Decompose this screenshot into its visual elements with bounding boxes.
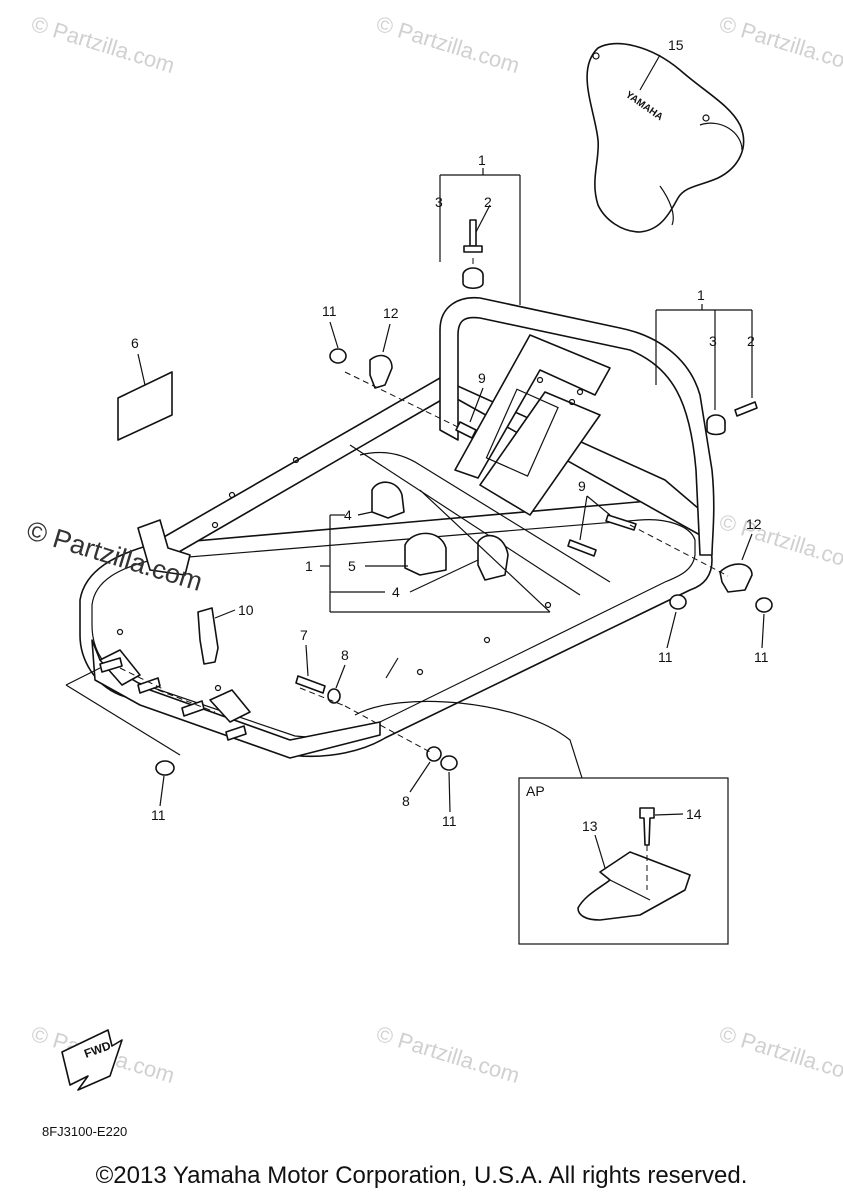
nut-part-11-upper — [329, 348, 347, 364]
callout-15: 15 — [668, 37, 684, 53]
bolt-part-9-right-a — [605, 514, 637, 531]
callout-8-right: 8 — [402, 793, 410, 809]
callout-3-right: 3 — [709, 333, 717, 349]
callout-12-left: 12 — [383, 305, 399, 321]
nut-part-11-right-b — [755, 597, 773, 613]
copyright-notice: ©2013 Yamaha Motor Corporation, U.S.A. A… — [95, 1162, 748, 1189]
callout-11-right-b: 11 — [754, 649, 769, 665]
clip-part-10 — [197, 607, 219, 665]
callout-12-right: 12 — [746, 516, 762, 532]
callout-11-top: 11 — [322, 303, 337, 319]
callout-11-right-a: 11 — [658, 649, 673, 665]
clamp-part-5 — [404, 532, 447, 576]
watermark-7: © Partzilla.com — [717, 1021, 843, 1088]
callout-4-lower: 4 — [392, 584, 400, 600]
watermark-6: © Partzilla.com — [374, 1021, 523, 1088]
callout-4-upper: 4 — [344, 507, 352, 523]
callout-5: 5 — [348, 558, 356, 574]
nut-part-11-bottom — [440, 755, 458, 771]
callout-14: 14 — [686, 806, 702, 822]
bolt-part-7 — [295, 675, 326, 694]
callout-2-right: 2 — [747, 333, 755, 349]
callout-1-mid: 1 — [305, 558, 313, 574]
callout-13: 13 — [582, 818, 598, 834]
clamp-part-4-upper — [371, 481, 405, 519]
watermark-3: © Partzilla.com — [717, 11, 843, 78]
bracket-part-12-left — [369, 354, 393, 389]
callout-leaders — [137, 54, 765, 813]
washer-part-8-right — [426, 746, 442, 762]
nut-part-11-left — [155, 760, 175, 776]
callout-3-top: 3 — [435, 194, 443, 210]
callout-9-right: 9 — [578, 478, 586, 494]
diagram-code: 8FJ3100-E220 — [42, 1124, 128, 1139]
callout-6: 6 — [131, 335, 139, 351]
watermark-1: © Partzilla.com — [29, 11, 178, 78]
spacer-part-3-top — [462, 267, 484, 290]
rivet-part-2-top — [463, 219, 483, 253]
nut-part-11-right-a — [669, 594, 687, 610]
studs — [99, 657, 247, 741]
bolt-part-9-right-b — [567, 539, 597, 557]
rivet-part-2-right — [734, 401, 758, 417]
callout-8-left: 8 — [341, 647, 349, 663]
watermark-2: © Partzilla.com — [374, 11, 523, 78]
inset-box-ap: AP — [518, 777, 729, 945]
callout-10: 10 — [238, 602, 254, 618]
label-sticker-part-6 — [117, 371, 173, 441]
bolt-part-9-upper — [455, 421, 477, 439]
inset-label: AP — [526, 783, 545, 799]
handle-pad-part-15: YAMAHA — [586, 42, 745, 233]
callout-11-bottom: 11 — [442, 813, 457, 829]
callout-11-left: 11 — [151, 807, 166, 823]
callouts: 15 1 3 2 11 12 1 3 2 6 9 9 4 12 1 5 4 10… — [131, 37, 769, 834]
callout-7: 7 — [300, 627, 308, 643]
callout-9-top: 9 — [478, 370, 486, 386]
fwd-arrow-icon: FWD — [61, 1029, 123, 1091]
washer-part-8-left — [327, 688, 341, 704]
spacer-part-3-right — [706, 414, 726, 436]
leader-lines — [65, 168, 753, 779]
callout-2-top: 2 — [484, 194, 492, 210]
bracket-part-12-right — [719, 563, 753, 593]
frame-assembly — [79, 296, 715, 759]
callout-1-right: 1 — [697, 287, 705, 303]
callout-1-top: 1 — [478, 152, 486, 168]
